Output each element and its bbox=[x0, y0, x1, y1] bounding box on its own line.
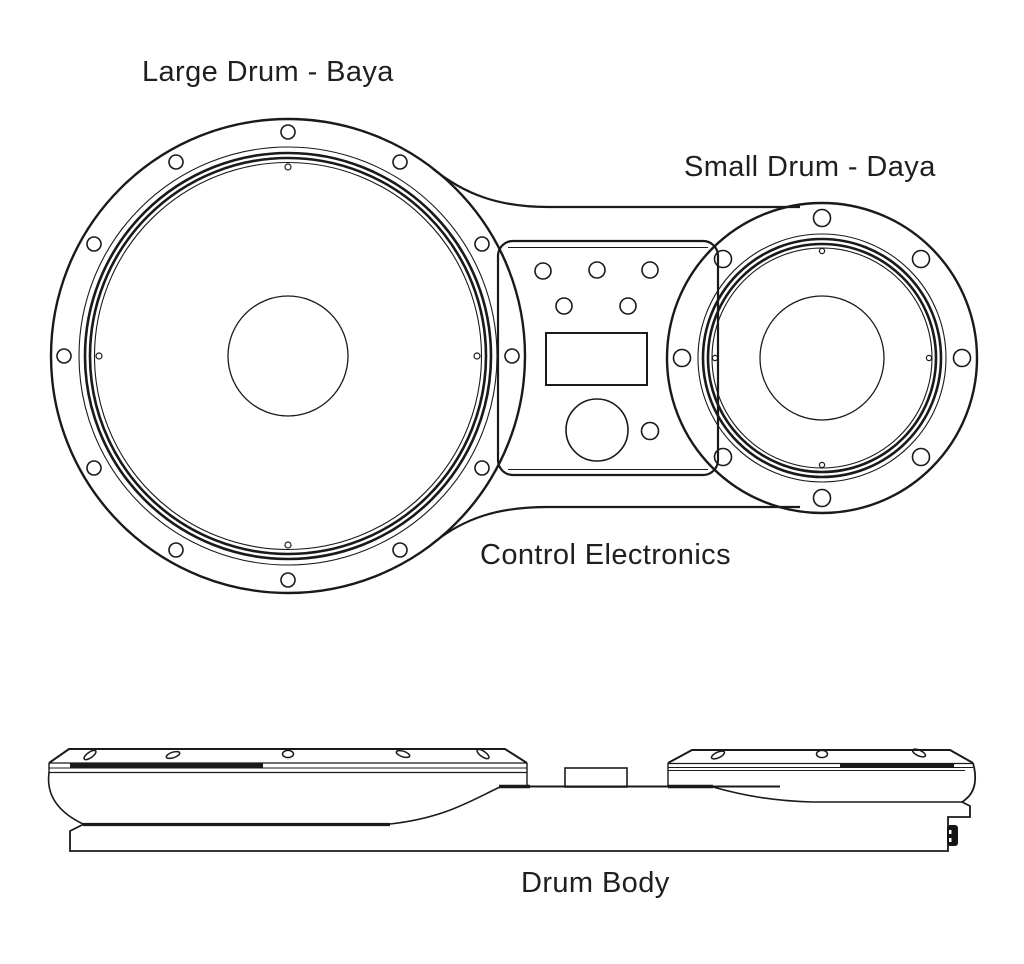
panel-button bbox=[640, 421, 660, 441]
side-view bbox=[47, 748, 977, 852]
jack-notch bbox=[949, 838, 952, 842]
rotary-knob bbox=[565, 398, 629, 462]
screw-hole bbox=[952, 348, 972, 368]
jack-notch bbox=[949, 830, 952, 834]
screw-hole bbox=[504, 348, 520, 364]
small-drum-head-edge bbox=[711, 247, 933, 469]
screw-hole bbox=[911, 447, 931, 467]
screw-hole bbox=[713, 447, 733, 467]
large-drum-outer-rim bbox=[49, 117, 527, 595]
small-drum-hoop-ring bbox=[701, 237, 943, 479]
rim-top-face bbox=[667, 749, 974, 764]
label-small-drum-daya: Small Drum - Daya bbox=[684, 151, 936, 183]
screw-hole bbox=[392, 542, 408, 558]
small-shell-right-curve bbox=[961, 762, 977, 803]
screw-hole bbox=[392, 154, 408, 170]
screw-hole bbox=[911, 249, 931, 269]
screw-slot bbox=[815, 749, 829, 759]
screw-slot bbox=[395, 749, 411, 759]
small-drum-top-view bbox=[665, 201, 979, 515]
top-view bbox=[49, 117, 979, 595]
large-drum-screw-holes bbox=[56, 124, 520, 588]
small-drum-screw-holes bbox=[672, 208, 972, 508]
screw-hole bbox=[812, 488, 832, 508]
large-drum-side-rim bbox=[48, 748, 528, 786]
control-panel-components bbox=[534, 261, 660, 462]
pin-hole bbox=[473, 352, 481, 360]
screw-slot bbox=[911, 748, 927, 758]
screw-hole bbox=[56, 348, 72, 364]
screw-hole bbox=[474, 460, 490, 476]
screw-slot bbox=[281, 749, 295, 759]
screw-slot bbox=[710, 750, 726, 760]
base-slab-outline bbox=[69, 801, 971, 852]
screw-hole bbox=[672, 348, 692, 368]
pin-hole bbox=[818, 247, 826, 255]
screw-hole bbox=[280, 124, 296, 140]
panel-button bbox=[641, 261, 659, 279]
label-drum-body: Drum Body bbox=[521, 867, 670, 899]
large-drum-top-view bbox=[49, 117, 527, 595]
screw-hole bbox=[713, 249, 733, 269]
control-panel-plate bbox=[496, 239, 720, 477]
large-drum-center-syahi bbox=[227, 295, 349, 417]
label-large-drum-baya: Large Drum - Baya bbox=[142, 56, 394, 88]
panel-button bbox=[588, 261, 606, 279]
small-drum-outer-rim bbox=[665, 201, 979, 515]
display-screen bbox=[545, 332, 648, 386]
rim-screw-slots bbox=[710, 748, 927, 760]
small-drum-hoop-ring bbox=[706, 242, 938, 474]
pin-hole bbox=[284, 541, 292, 549]
large-shell-waist-curve bbox=[389, 786, 501, 825]
knob-side-block bbox=[564, 767, 628, 788]
pin-hole bbox=[818, 461, 826, 469]
small-drum-sensor-holes bbox=[711, 247, 933, 469]
screw-slot bbox=[476, 748, 490, 760]
panel-button bbox=[619, 297, 637, 315]
panel-button bbox=[534, 262, 552, 280]
screw-hole bbox=[168, 542, 184, 558]
large-drum-head-edge bbox=[93, 161, 483, 551]
output-jack bbox=[947, 825, 958, 846]
button-row-top bbox=[534, 261, 659, 280]
rim-band-notch bbox=[956, 762, 969, 769]
large-drum-hoop-ring-outer bbox=[78, 146, 498, 566]
small-drum-side-rim bbox=[667, 748, 974, 786]
screw-slot bbox=[165, 750, 181, 760]
pin-hole bbox=[95, 352, 103, 360]
screw-slot bbox=[83, 749, 97, 761]
small-shell-bottom-curve bbox=[712, 786, 962, 803]
pin-hole bbox=[925, 354, 933, 362]
screw-hole bbox=[86, 236, 102, 252]
large-shell-left-curve bbox=[47, 772, 84, 825]
pin-hole bbox=[284, 163, 292, 171]
rim-top-face bbox=[48, 748, 528, 764]
rim-screw-slots bbox=[83, 748, 490, 761]
large-drum-hoop-ring bbox=[83, 151, 493, 561]
screw-hole bbox=[168, 154, 184, 170]
panel-button bbox=[555, 297, 573, 315]
screw-hole bbox=[812, 208, 832, 228]
screw-hole bbox=[280, 572, 296, 588]
small-drum-hoop-ring-outer bbox=[697, 233, 947, 483]
pin-hole bbox=[711, 354, 719, 362]
screw-hole bbox=[86, 460, 102, 476]
large-drum-sensor-holes bbox=[95, 163, 481, 549]
screw-hole bbox=[474, 236, 490, 252]
label-control-electronics: Control Electronics bbox=[480, 539, 731, 571]
large-drum-hoop-ring bbox=[88, 156, 488, 556]
small-drum-center-syahi bbox=[759, 295, 885, 421]
jack-body bbox=[947, 825, 958, 846]
button-row-second bbox=[555, 297, 637, 315]
